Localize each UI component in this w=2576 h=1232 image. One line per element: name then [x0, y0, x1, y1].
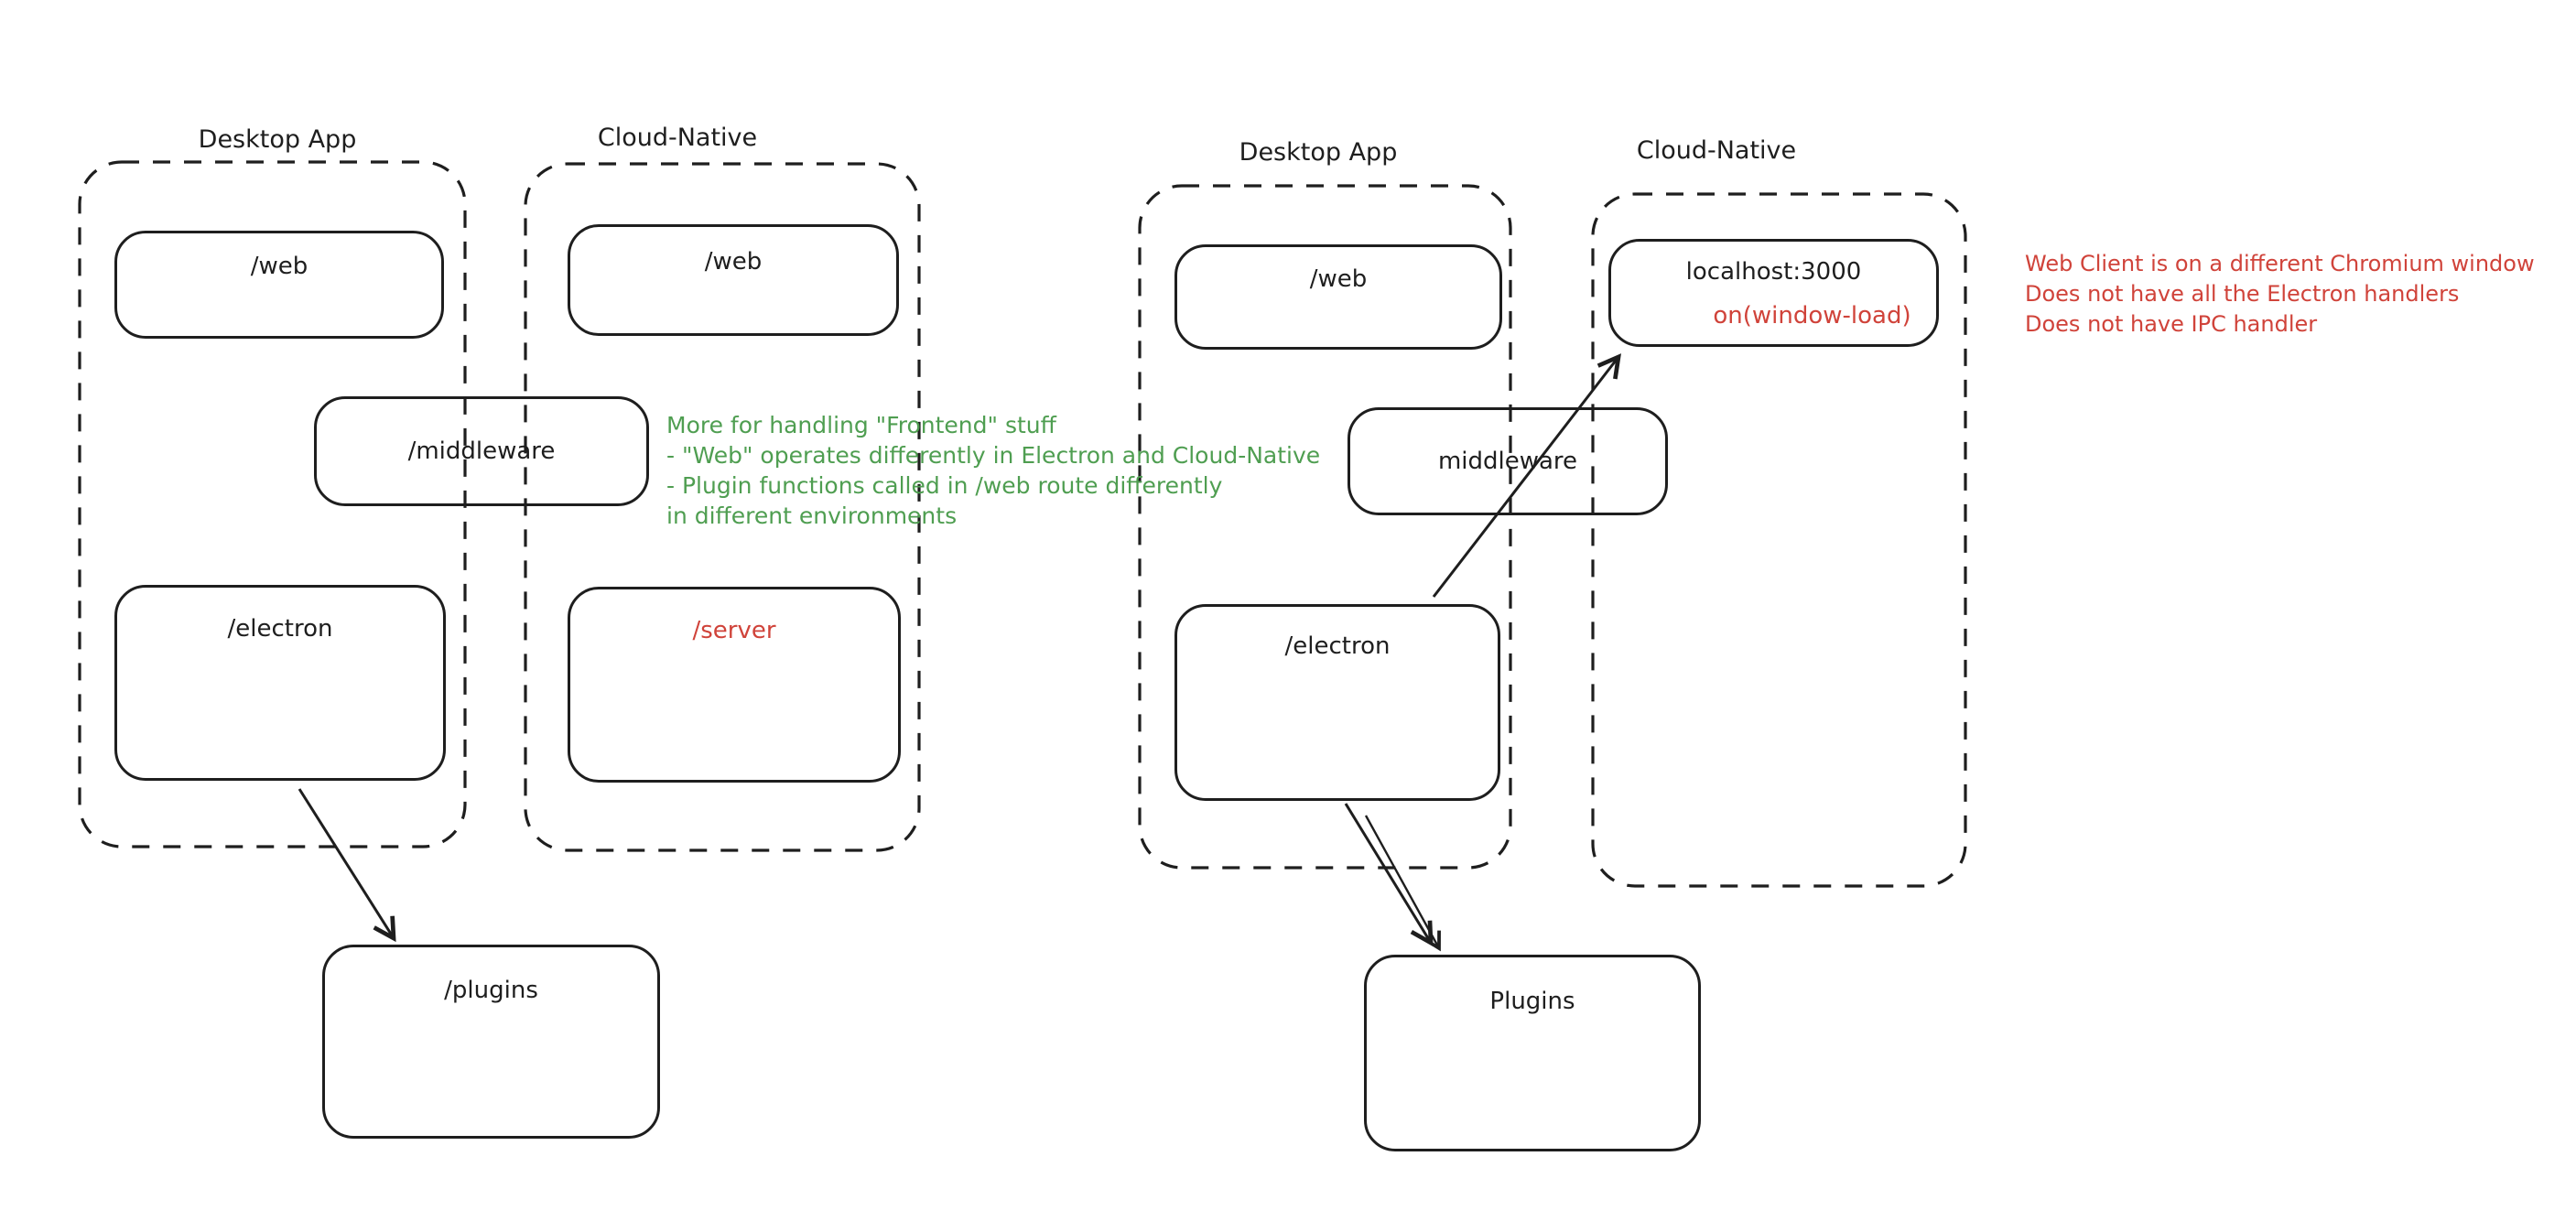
left-middleware-label: /middleware [407, 438, 556, 465]
frontend-note-line: More for handling "Frontend" stuff [666, 412, 1056, 438]
right-electron-box[interactable]: /electron [1174, 604, 1500, 801]
left-plugins-box[interactable]: /plugins [322, 945, 660, 1139]
left-server-label: /server [692, 617, 776, 644]
left-electron-label: /electron [227, 615, 333, 643]
left-desktop-app-title: Desktop App [198, 125, 357, 154]
localhost-box[interactable]: localhost:3000 on(window-load) [1608, 239, 1939, 347]
left-web-desktop-label: /web [250, 253, 308, 280]
left-cloud-native-container[interactable] [524, 162, 921, 852]
right-cloud-native-title: Cloud-Native [1636, 136, 1797, 165]
left-server-box[interactable]: /server [568, 587, 901, 783]
left-cloud-native-title: Cloud-Native [597, 124, 758, 152]
localhost-label: localhost:3000 [1685, 258, 1862, 286]
frontend-note-line: - Plugin functions called in /web route … [666, 472, 1223, 499]
right-web-label: /web [1309, 265, 1368, 293]
right-middleware-box[interactable]: middleware [1348, 407, 1668, 515]
right-web-box[interactable]: /web [1174, 244, 1502, 350]
left-web-cloud-box[interactable]: /web [568, 224, 899, 336]
web-client-note-line: Does not have IPC handler [2025, 311, 2318, 337]
web-client-note[interactable]: Web Client is on a different Chromium wi… [2025, 249, 2535, 340]
frontend-note-line: - "Web" operates differently in Electron… [666, 442, 1321, 469]
left-middleware-box[interactable]: /middleware [314, 396, 649, 506]
web-client-note-line: Web Client is on a different Chromium wi… [2025, 251, 2535, 276]
right-middleware-label: middleware [1437, 448, 1578, 475]
window-load-label: on(window-load) [1713, 302, 1911, 330]
web-client-note-line: Does not have all the Electron handlers [2025, 281, 2460, 307]
left-web-desktop-box[interactable]: /web [114, 231, 444, 339]
right-plugins-box[interactable]: Plugins [1364, 955, 1701, 1151]
left-electron-box[interactable]: /electron [114, 585, 446, 781]
right-electron-label: /electron [1284, 632, 1391, 660]
right-desktop-app-container[interactable] [1138, 184, 1512, 870]
left-plugins-label: /plugins [444, 977, 538, 1004]
frontend-note[interactable]: More for handling "Frontend" stuff - "We… [666, 410, 1320, 531]
right-plugins-label: Plugins [1489, 988, 1575, 1015]
frontend-note-line: in different environments [666, 503, 958, 529]
right-desktop-app-title: Desktop App [1239, 138, 1398, 167]
left-web-cloud-label: /web [704, 248, 763, 276]
